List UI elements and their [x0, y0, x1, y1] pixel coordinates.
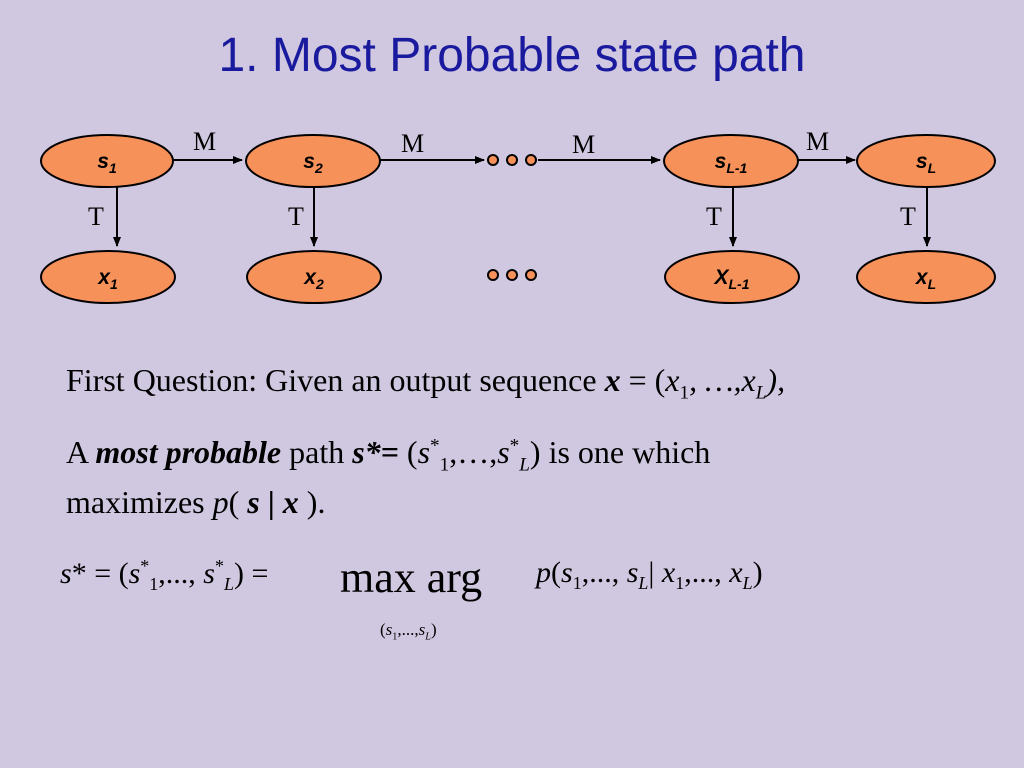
- svg-text:x1: x1: [97, 266, 118, 292]
- slide-title: 1. Most Probable state path: [218, 29, 806, 82]
- output-node-xL-1: XL-1: [664, 250, 800, 304]
- svg-text:XL-1: XL-1: [713, 266, 749, 292]
- svg-text:s2: s2: [303, 150, 323, 176]
- emission-label-2: T: [288, 202, 304, 231]
- transition-label-4: M: [806, 127, 829, 156]
- output-node-x1: x1: [40, 250, 176, 304]
- emission-label-1: T: [88, 202, 104, 231]
- ellipsis-dot: [487, 269, 499, 281]
- state-node-s2: s2: [245, 134, 381, 188]
- svg-text:s1: s1: [97, 150, 117, 176]
- ellipsis-dot: [525, 154, 537, 166]
- emission-label-4: T: [900, 202, 916, 231]
- maximizes-line: maximizes p( s | x ).: [66, 484, 326, 520]
- ellipsis-dot: [487, 154, 499, 166]
- ellipsis-dot: [506, 154, 518, 166]
- ellipsis-dot: [525, 269, 537, 281]
- formula-operator: max arg: [340, 553, 483, 602]
- output-node-xL: xL: [856, 250, 996, 304]
- state-node-sL: sL: [856, 134, 996, 188]
- emission-label-3: T: [706, 202, 722, 231]
- svg-text:x2: x2: [303, 266, 324, 292]
- transition-label-2: M: [401, 129, 424, 158]
- formula-underscript: (s1,...,sL): [380, 620, 437, 643]
- svg-text:sL-1: sL-1: [715, 150, 748, 176]
- state-node-sL-1: sL-1: [663, 134, 799, 188]
- first-question-line: First Question: Given an output sequence…: [66, 362, 786, 404]
- svg-text:sL: sL: [916, 150, 936, 176]
- most-probable-line: A most probable path s*= (s*1,…,s*L) is …: [66, 434, 711, 476]
- formula-rhs: p(s1,..., sL| x1,..., xL): [536, 556, 763, 593]
- transition-label-1: M: [193, 127, 216, 156]
- transition-label-3: M: [572, 130, 595, 159]
- state-node-s1: s1: [40, 134, 174, 188]
- output-node-x2: x2: [246, 250, 382, 304]
- formula-lhs: s* = (s*1,..., s*L) =: [60, 556, 269, 594]
- svg-text:xL: xL: [915, 266, 936, 292]
- ellipsis-dot: [506, 269, 518, 281]
